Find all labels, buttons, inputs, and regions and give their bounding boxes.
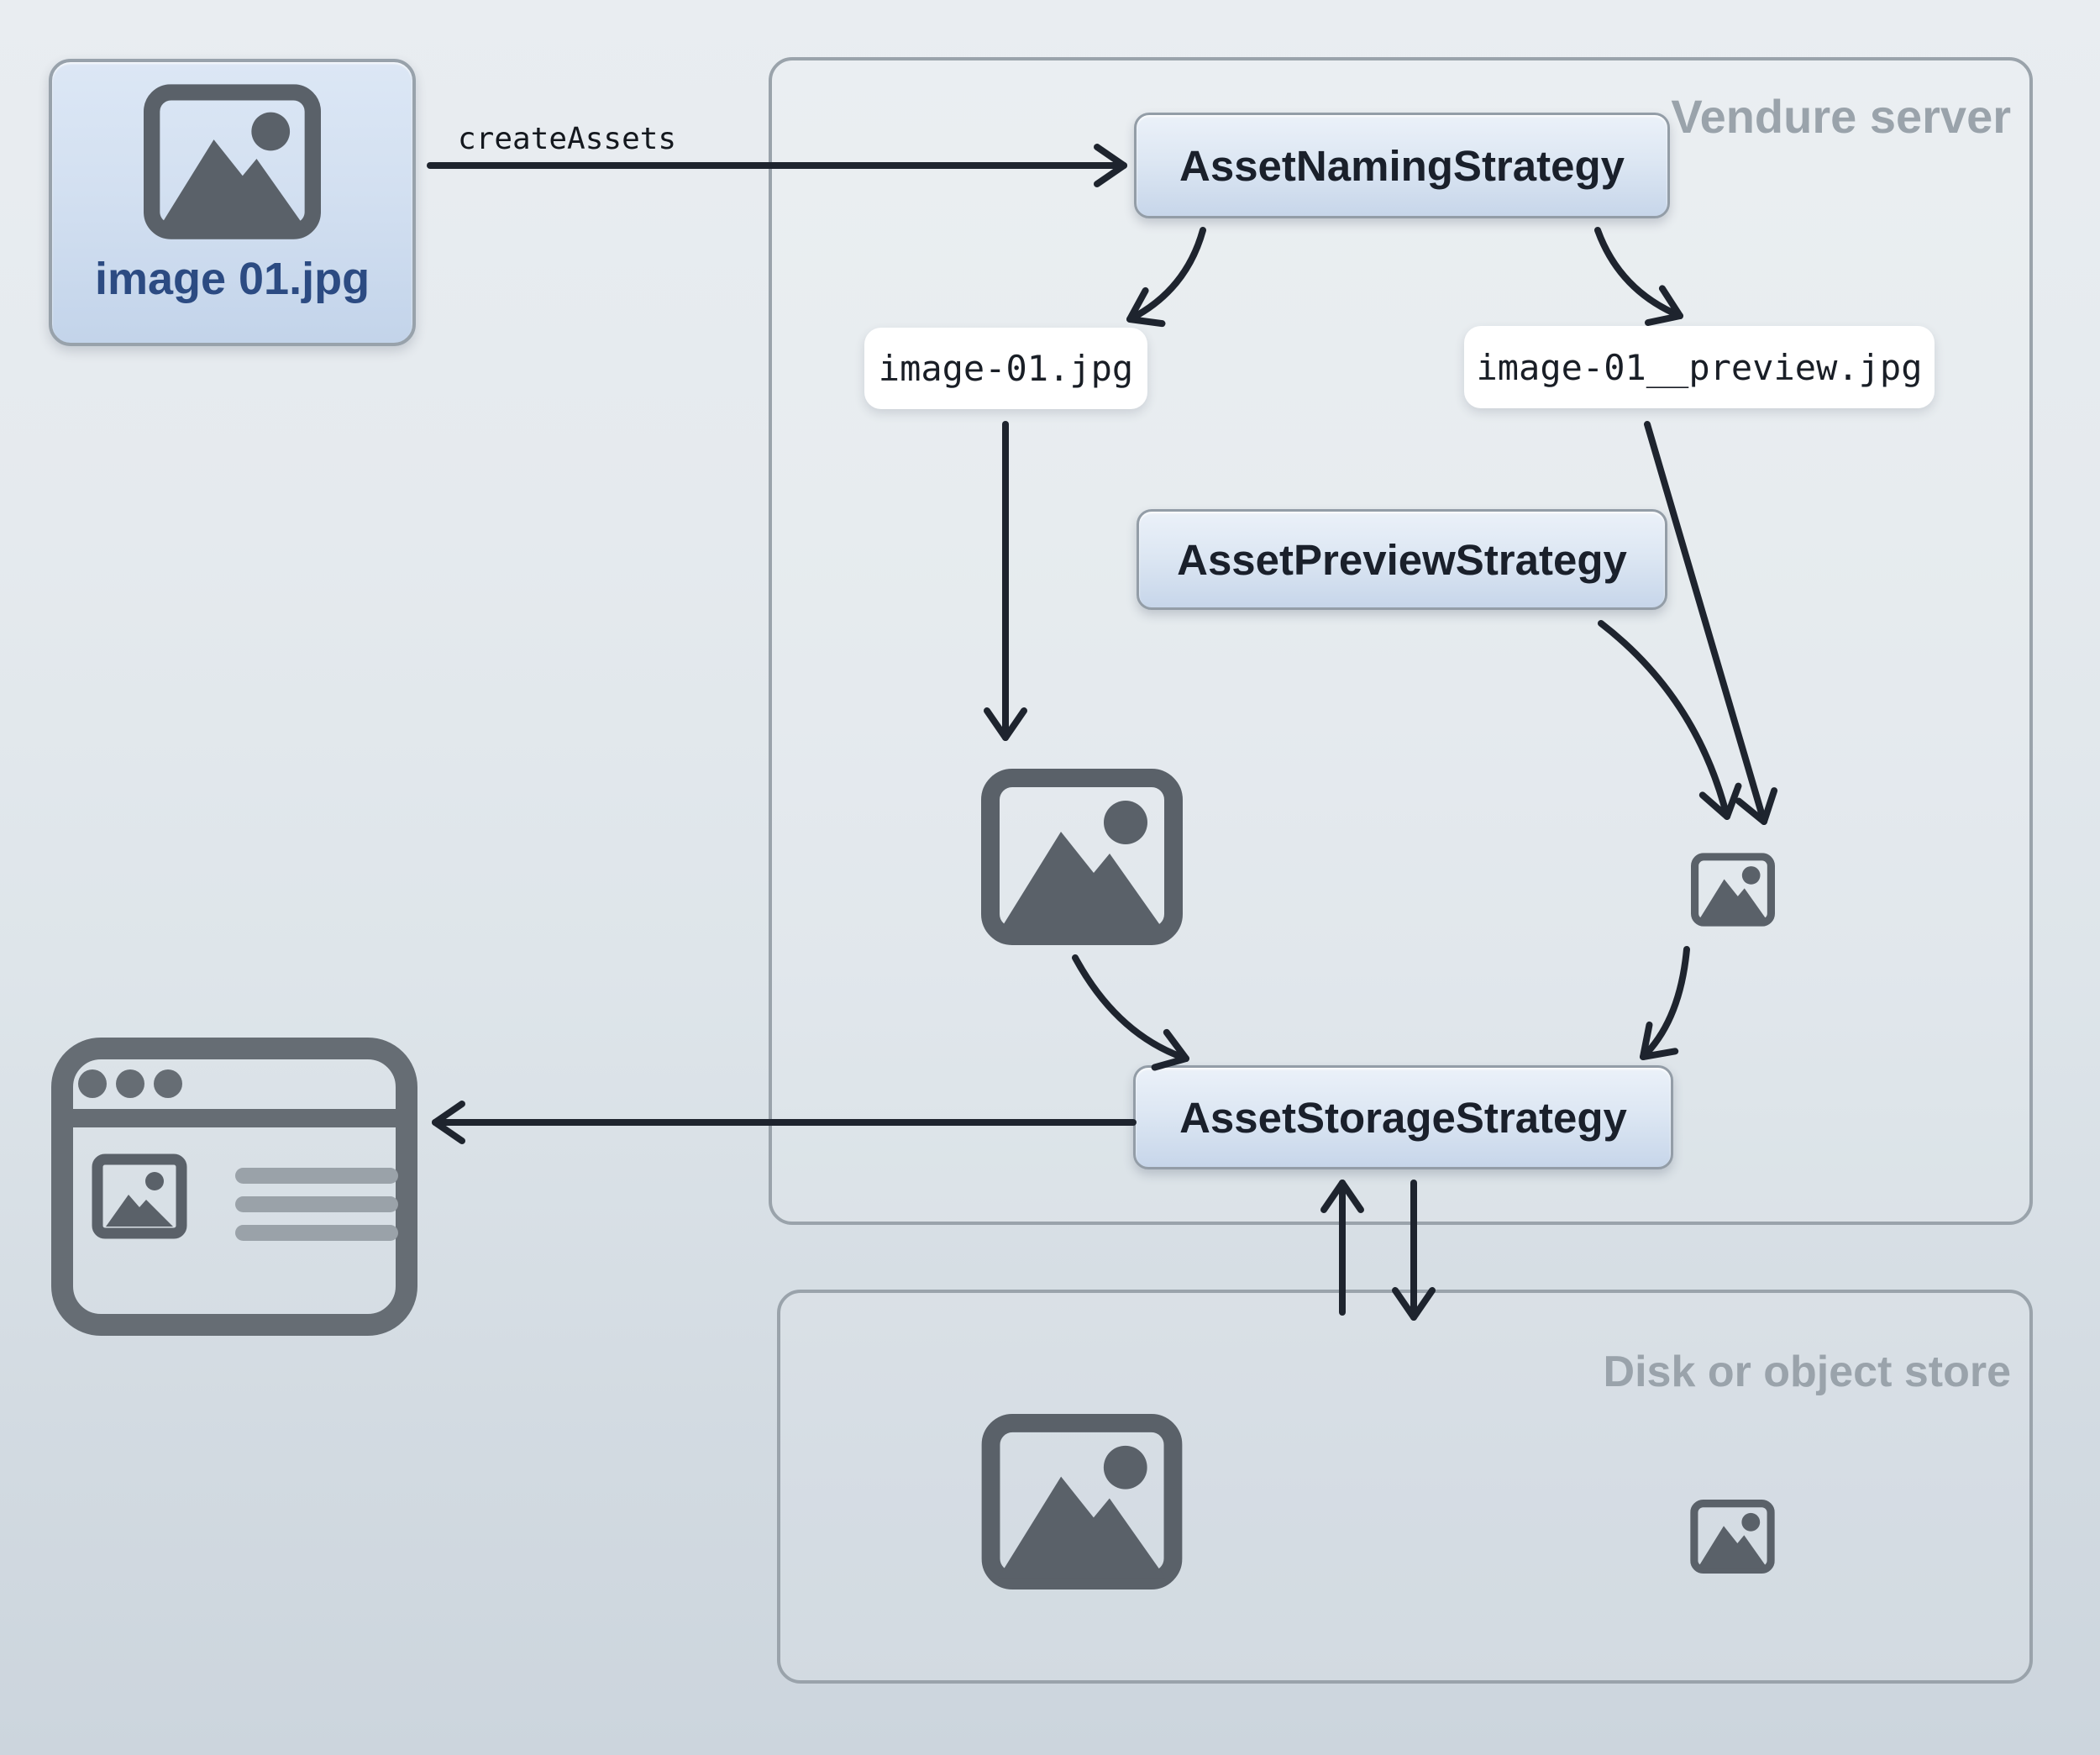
- create-assets-label: createAssets: [458, 122, 677, 156]
- store-preview-image-icon: [1690, 1500, 1775, 1574]
- source-image-node: image 01.jpg: [49, 59, 416, 346]
- image-icon: [144, 84, 321, 239]
- asset-preview-strategy-label: AssetPreviewStrategy: [1177, 535, 1627, 584]
- server-preview-image-icon: [1691, 853, 1775, 927]
- store-original-image-icon: [981, 1414, 1183, 1589]
- disk-store-container: Disk or object store: [777, 1290, 2033, 1684]
- browser-content-image-icon: [92, 1153, 187, 1239]
- server-original-image-icon: [981, 769, 1183, 945]
- asset-naming-strategy-box: AssetNamingStrategy: [1134, 113, 1670, 218]
- asset-storage-strategy-box: AssetStorageStrategy: [1133, 1065, 1673, 1169]
- original-filename-label: image-01.jpg: [878, 348, 1134, 389]
- vendure-server-title: Vendure server: [1671, 90, 2011, 143]
- asset-naming-strategy-label: AssetNamingStrategy: [1179, 141, 1625, 190]
- asset-preview-strategy-box: AssetPreviewStrategy: [1137, 509, 1667, 610]
- disk-store-title: Disk or object store: [1603, 1348, 2011, 1396]
- preview-filename-pill: image-01__preview.jpg: [1464, 326, 1935, 408]
- vendure-server-container: Vendure server: [769, 57, 2033, 1225]
- preview-filename-label: image-01__preview.jpg: [1476, 346, 1923, 388]
- browser-content-text-lines: [235, 1168, 398, 1241]
- asset-storage-strategy-label: AssetStorageStrategy: [1179, 1093, 1627, 1142]
- source-image-label: image 01.jpg: [94, 254, 370, 304]
- original-filename-pill: image-01.jpg: [864, 328, 1147, 409]
- browser-window-icon: [51, 1038, 417, 1336]
